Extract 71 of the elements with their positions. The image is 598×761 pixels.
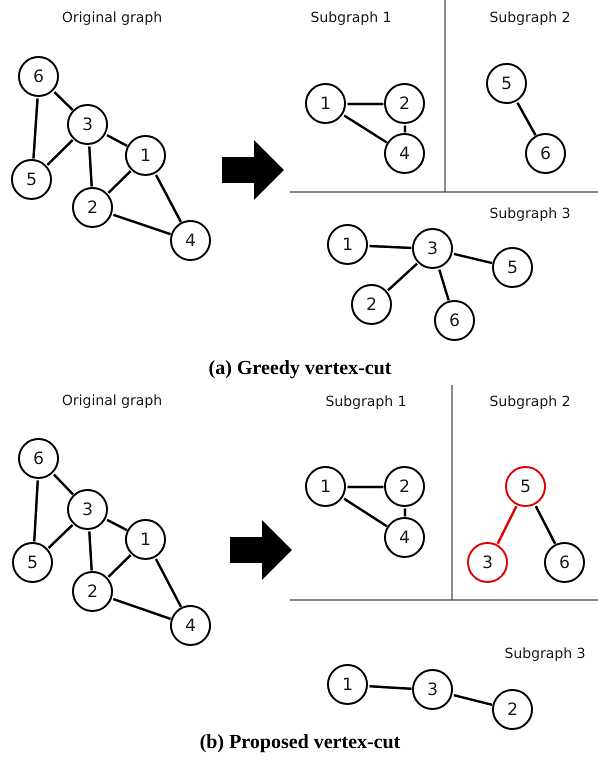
vertex-circle: 3 xyxy=(412,228,453,269)
edge-line xyxy=(343,498,388,528)
vertex-circle: 2 xyxy=(72,187,113,228)
panel-title: Original graph xyxy=(62,393,162,409)
vertex-circle: 2 xyxy=(384,466,425,507)
edge-line xyxy=(32,98,39,159)
vertex-circle: 4 xyxy=(170,605,211,646)
edge-line xyxy=(438,269,450,301)
vertex-circle: 4 xyxy=(384,517,425,558)
edge-line xyxy=(107,554,132,578)
edge-line xyxy=(33,480,39,542)
vertex-circle: 1 xyxy=(327,664,368,705)
vertex-circle: 6 xyxy=(18,56,59,97)
vertex-circle: 5 xyxy=(486,63,527,104)
vertex-circle: 4 xyxy=(170,220,211,261)
edge-line xyxy=(369,244,412,250)
vertex-circle: 1 xyxy=(305,466,346,507)
edge-line xyxy=(53,91,74,111)
figure-caption: (a) Greedy vertex-cut xyxy=(208,357,392,380)
edge-line xyxy=(534,506,556,544)
panel-title: Subgraph 1 xyxy=(310,10,392,26)
panel-title: Subgraph 3 xyxy=(490,206,570,222)
vertex-circle: 4 xyxy=(384,133,425,174)
vertex-circle: 6 xyxy=(544,542,585,583)
edge-line xyxy=(88,146,93,187)
vertex-circle: 2 xyxy=(351,284,392,325)
edge-line xyxy=(348,486,384,488)
edge-line xyxy=(106,134,128,147)
vertex-circle: 2 xyxy=(492,689,533,730)
vertex-circle: 1 xyxy=(125,135,166,176)
edge-line xyxy=(46,139,74,166)
vertex-circle: 1 xyxy=(327,224,368,265)
vertex-circle: 5 xyxy=(505,466,546,507)
edge-line xyxy=(454,694,492,706)
edge-line xyxy=(404,126,406,132)
edge-line xyxy=(387,262,418,292)
edge-line xyxy=(154,558,182,608)
edge-line xyxy=(344,114,388,144)
panel-title: Subgraph 3 xyxy=(504,646,586,662)
edge-line xyxy=(112,598,172,620)
edge-line xyxy=(154,174,182,223)
vertex-circle: 3 xyxy=(67,104,108,145)
figure-caption: (b) Proposed vertex-cut xyxy=(200,731,400,754)
edge-line xyxy=(516,102,537,136)
vertex-circle: 6 xyxy=(525,133,566,174)
vertex-circle: 2 xyxy=(72,571,113,612)
panel-title: Subgraph 2 xyxy=(490,10,570,26)
edge-line xyxy=(107,170,132,194)
edge-line xyxy=(88,531,93,571)
vertex-circle: 2 xyxy=(384,83,425,124)
edge-line xyxy=(53,474,74,496)
panel-title: Subgraph 2 xyxy=(490,394,570,410)
vertex-circle: 5 xyxy=(11,159,52,200)
panel-title: Subgraph 1 xyxy=(326,394,406,410)
edge-line xyxy=(106,518,128,532)
vertex-circle: 3 xyxy=(412,669,453,710)
vertex-circle: 6 xyxy=(434,300,475,341)
edge-line xyxy=(112,214,172,236)
vertex-circle: 3 xyxy=(67,489,108,530)
vertex-circle: 1 xyxy=(305,83,346,124)
edge-line xyxy=(404,508,406,516)
vertex-circle: 3 xyxy=(467,542,508,583)
panel-title: Original graph xyxy=(62,10,162,26)
edge-line xyxy=(48,524,74,549)
vertex-circle: 6 xyxy=(18,438,59,479)
vertex-circle: 5 xyxy=(492,247,533,288)
vertex-circle: 5 xyxy=(12,542,53,583)
edge-line xyxy=(369,685,412,690)
vertex-circle: 1 xyxy=(125,519,166,560)
edge-line xyxy=(454,252,492,264)
edge-line xyxy=(496,506,518,544)
